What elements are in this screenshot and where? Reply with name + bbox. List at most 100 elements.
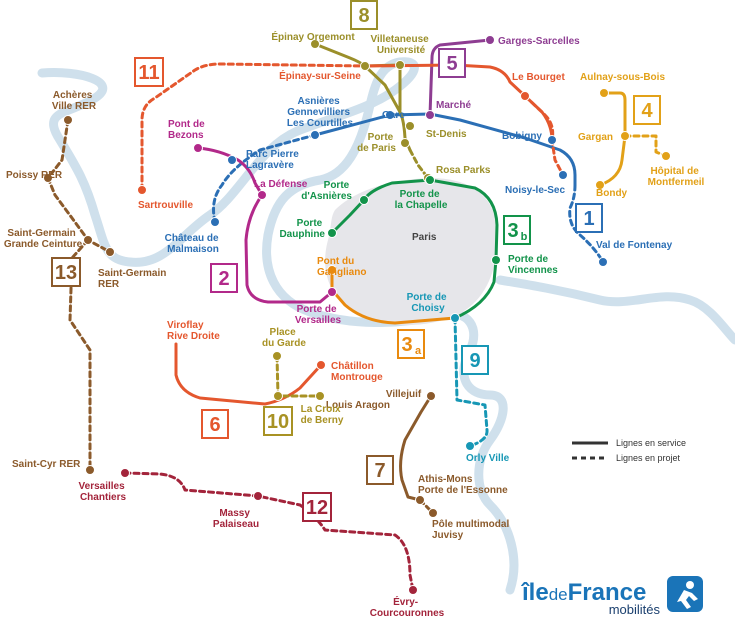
station-dot[interactable] — [257, 190, 267, 200]
station-label-st-denis[interactable]: St-Denis — [426, 129, 467, 140]
station-dot[interactable] — [425, 110, 435, 120]
station-dot[interactable] — [310, 39, 320, 49]
station-label-le-bourget[interactable]: Le Bourget — [512, 72, 565, 83]
station-label-marche[interactable]: Marché — [436, 100, 471, 111]
station-dot[interactable] — [450, 313, 460, 323]
station-dot[interactable] — [385, 110, 395, 120]
station-label-la-defense[interactable]: La Défense — [254, 179, 308, 190]
station-dot[interactable] — [547, 135, 557, 145]
line-6-badge[interactable]: 6 — [201, 409, 229, 439]
station-label-pole[interactable]: Pôle multimodal Juvisy — [432, 519, 512, 541]
station-dot[interactable] — [360, 61, 370, 71]
station-label-orly[interactable]: Orly Ville — [466, 453, 510, 464]
station-label-chateau[interactable]: Château de Malmaison — [165, 233, 222, 255]
station-dot[interactable] — [105, 247, 115, 257]
line-2-badge[interactable]: 2 — [210, 263, 238, 293]
station-label-porte-vincennes[interactable]: Porte de Vincennes — [508, 254, 558, 276]
station-label-chatillon[interactable]: Châtillon Montrouge — [331, 361, 383, 383]
station-dot[interactable] — [661, 151, 671, 161]
station-dot[interactable] — [227, 155, 237, 165]
line-10-badge[interactable]: 10 — [263, 406, 293, 436]
station-label-villejuif[interactable]: Villejuif Louis Aragon — [326, 389, 424, 411]
station-label-bondy[interactable]: Bondy — [596, 188, 628, 199]
line-12-badge[interactable]: 12 — [302, 492, 332, 522]
station-dot[interactable] — [558, 170, 568, 180]
station-label-noisy[interactable]: Noisy-le-Sec — [505, 185, 565, 196]
station-label-garges[interactable]: Garges-Sarcelles — [498, 36, 580, 47]
station-dot[interactable] — [428, 508, 438, 518]
station-label-evry[interactable]: Évry- Courcouronnes — [370, 595, 445, 619]
station-label-massy[interactable]: Massy Palaiseau — [213, 508, 259, 530]
station-label-porte-dauphine[interactable]: Porte Dauphine — [279, 218, 325, 240]
station-label-bobigny[interactable]: Bobigny — [502, 131, 542, 142]
station-label-val-fontenay[interactable]: Val de Fontenay — [596, 240, 673, 251]
station-label-aulnay[interactable]: Aulnay-sous-Bois — [580, 72, 665, 83]
station-dot[interactable] — [395, 60, 405, 70]
station-dot[interactable] — [137, 185, 147, 195]
station-dot[interactable] — [120, 468, 130, 478]
station-label-athis[interactable]: Athis-Mons Porte de l'Essonne — [418, 474, 508, 496]
station-label-porte-asnieres[interactable]: Porte d'Asnières — [301, 180, 352, 202]
line-3b-badge[interactable]: 3 b — [503, 215, 531, 245]
station-dot[interactable] — [272, 351, 282, 361]
station-dot[interactable] — [598, 257, 608, 267]
station-dot[interactable] — [83, 235, 93, 245]
station-label-rosa-parks[interactable]: Rosa Parks — [436, 165, 491, 176]
station-dot[interactable] — [316, 360, 326, 370]
station-label-porte-paris[interactable]: Porte de Paris — [357, 132, 396, 154]
station-dot[interactable] — [327, 228, 337, 238]
line-5-badge[interactable]: 5 — [438, 48, 466, 78]
line-1-badge[interactable]: 1 — [575, 203, 603, 233]
station-label-st-germain-rer[interactable]: Saint-Germain RER — [98, 268, 169, 290]
station-dot[interactable] — [491, 255, 501, 265]
station-label-pont-bezons[interactable]: Pont de Bezons — [168, 119, 207, 141]
station-dot[interactable] — [620, 131, 630, 141]
line-4-badge[interactable]: 4 — [633, 95, 661, 125]
line-11-badge[interactable]: 11 — [134, 57, 164, 87]
station-label-villetaneuse[interactable]: Villetaneuse Université — [371, 34, 432, 56]
station-dot[interactable] — [310, 130, 320, 140]
station-dot[interactable] — [485, 35, 495, 45]
station-dot[interactable] — [400, 138, 410, 148]
station-label-gare[interactable]: Gare — [382, 110, 405, 121]
station-label-porte-chapelle[interactable]: Porte de la Chapelle — [395, 189, 448, 211]
station-dot[interactable] — [520, 91, 530, 101]
station-dot[interactable] — [63, 115, 73, 125]
station-label-st-cyr[interactable]: Saint-Cyr RER — [12, 459, 81, 470]
station-label-hopital[interactable]: Hôpital de Montfermeil — [648, 166, 705, 188]
station-dot[interactable] — [595, 180, 605, 190]
station-dot[interactable] — [327, 265, 337, 275]
station-dot[interactable] — [465, 441, 475, 451]
station-dot[interactable] — [359, 195, 369, 205]
station-dot[interactable] — [599, 88, 609, 98]
station-label-st-germain-gc[interactable]: Saint-Germain Grande Ceinture — [4, 228, 83, 250]
station-dot[interactable] — [193, 143, 203, 153]
station-label-pont-garigliano[interactable]: Pont du Garigliano — [317, 256, 366, 278]
station-label-porte-choisy[interactable]: Porte de Choisy — [407, 292, 450, 314]
station-dot[interactable] — [408, 585, 418, 595]
station-label-poissy[interactable]: Poissy RER — [6, 170, 63, 181]
station-dot[interactable] — [426, 391, 436, 401]
station-label-gargan[interactable]: Gargan — [578, 132, 613, 143]
station-dot[interactable] — [43, 173, 53, 183]
station-dot[interactable] — [253, 491, 263, 501]
station-label-versailles[interactable]: Versailles Chantiers — [79, 481, 128, 503]
station-dot[interactable] — [210, 217, 220, 227]
line-9-badge[interactable]: 9 — [461, 345, 489, 375]
station-label-asnieres[interactable]: Asnières Gennevilliers Les Courtilles — [287, 96, 354, 129]
station-dot[interactable] — [425, 175, 435, 185]
station-dot[interactable] — [273, 391, 283, 401]
station-dot[interactable] — [85, 465, 95, 475]
station-label-sartrouville[interactable]: Sartrouville — [138, 200, 193, 211]
line-3a-badge[interactable]: 3 a — [397, 329, 425, 359]
station-label-place-garde[interactable]: Place du Garde — [262, 327, 306, 349]
station-label-epinay-orgemont[interactable]: Épinay Orgemont — [271, 30, 355, 43]
station-label-parc-pierre[interactable]: Parc Pierre Lagravère — [246, 149, 302, 171]
station-dot[interactable] — [415, 495, 425, 505]
station-dot[interactable] — [405, 121, 415, 131]
station-label-epinay-seine[interactable]: Épinay-sur-Seine — [279, 69, 361, 82]
line-7-badge[interactable]: 7 — [366, 455, 394, 485]
station-label-porte-versailles[interactable]: Porte de Versailles — [295, 304, 342, 326]
station-dot[interactable] — [315, 391, 325, 401]
line-13-badge[interactable]: 13 — [51, 257, 81, 287]
